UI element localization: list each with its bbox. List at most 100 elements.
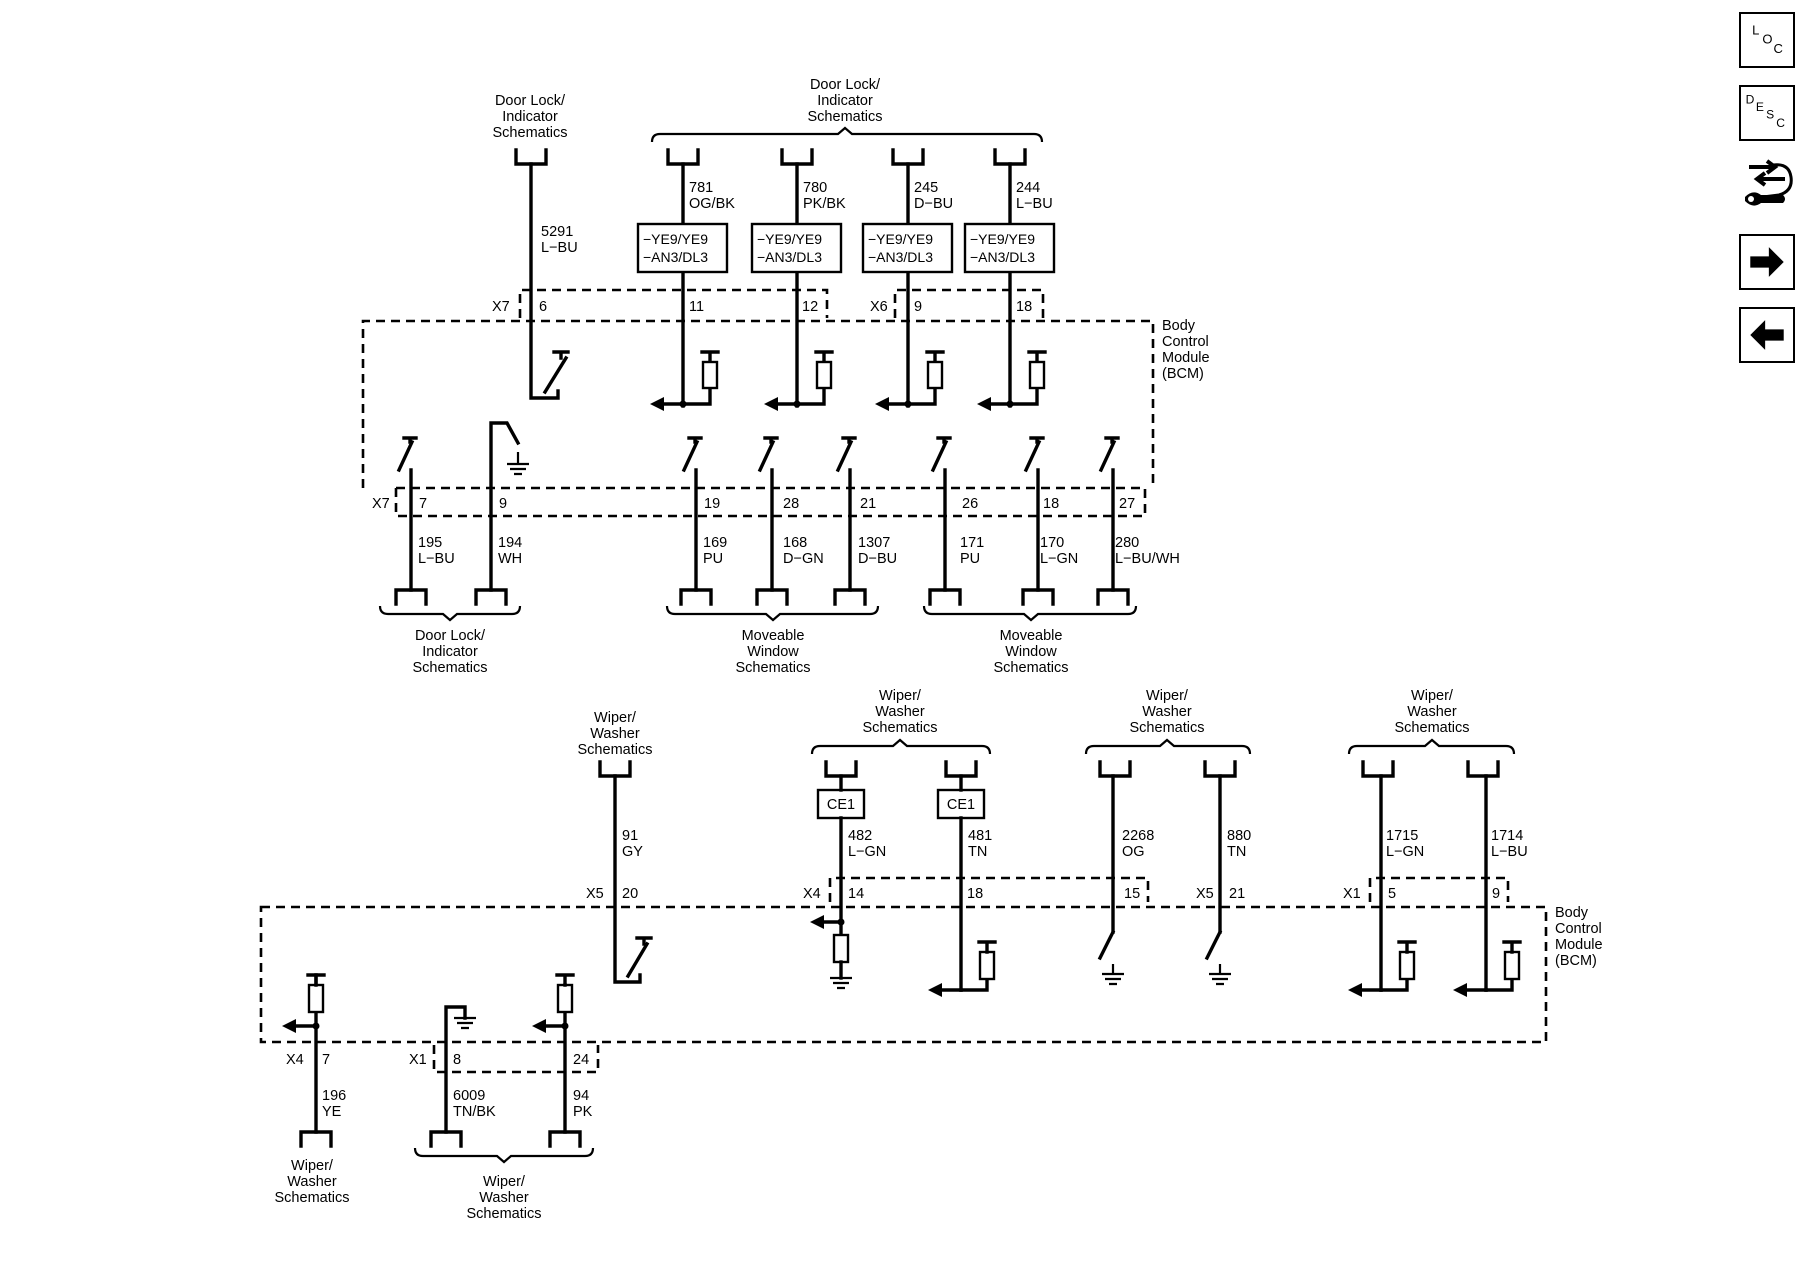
svg-text:L−BU: L−BU xyxy=(1016,196,1053,212)
svg-text:−AN3/DL3: −AN3/DL3 xyxy=(868,249,933,265)
svg-text:Washer: Washer xyxy=(590,726,640,742)
svg-text:1307: 1307 xyxy=(858,535,890,551)
connector-symbols-bottom-inputs xyxy=(598,760,1500,778)
svg-text:X6: X6 xyxy=(870,299,888,315)
svg-text:Body: Body xyxy=(1162,318,1196,334)
svg-text:5291: 5291 xyxy=(541,224,573,240)
svg-text:X5: X5 xyxy=(586,886,604,902)
previous-page-button[interactable] xyxy=(1739,307,1795,363)
svg-text:2268: 2268 xyxy=(1122,828,1154,844)
switches-top-outputs xyxy=(396,436,1120,473)
svg-text:PK/BK: PK/BK xyxy=(803,196,846,212)
ground-switch-194 xyxy=(489,421,529,592)
connector-box-x1-left xyxy=(432,1045,600,1074)
svg-text:Control: Control xyxy=(1555,921,1602,937)
brackets-top-outputs xyxy=(378,605,1138,622)
svg-text:Moveable: Moveable xyxy=(742,628,805,644)
svg-text:Washer: Washer xyxy=(875,704,925,720)
pullup-481 xyxy=(928,940,997,997)
destination-labels-bottom-inputs: Wiper/ Washer Schematics Wiper/ Washer S… xyxy=(578,688,1470,758)
description-icon: D E S C xyxy=(1746,93,1786,130)
svg-text:11: 11 xyxy=(689,299,704,315)
svg-text:S: S xyxy=(1766,108,1774,122)
svg-text:X4: X4 xyxy=(803,886,821,902)
svg-text:CE1: CE1 xyxy=(947,797,975,813)
svg-text:6: 6 xyxy=(539,299,547,315)
bracket-top-center xyxy=(650,126,1044,143)
svg-text:−AN3/DL3: −AN3/DL3 xyxy=(643,249,708,265)
svg-text:−YE9/YE9: −YE9/YE9 xyxy=(643,231,708,247)
svg-text:Body: Body xyxy=(1555,905,1589,921)
option-boxes-ce1 xyxy=(816,788,986,820)
svg-text:L−GN: L−GN xyxy=(1040,551,1078,567)
destination-labels-bottom-outputs: Wiper/ Washer Schematics Wiper/ Washer S… xyxy=(275,1158,542,1222)
svg-text:880: 880 xyxy=(1227,828,1251,844)
svg-text:171: 171 xyxy=(960,535,984,551)
connector-tool-icon xyxy=(1745,159,1793,206)
svg-text:Wiper/: Wiper/ xyxy=(594,710,637,726)
svg-text:Moveable: Moveable xyxy=(1000,628,1063,644)
connector-symbols-top-inputs xyxy=(514,148,1027,166)
svg-text:24: 24 xyxy=(573,1052,589,1068)
svg-text:TN: TN xyxy=(1227,844,1246,860)
svg-text:Wiper/: Wiper/ xyxy=(1146,688,1189,704)
svg-text:Schematics: Schematics xyxy=(493,125,568,141)
svg-text:Door Lock/: Door Lock/ xyxy=(495,93,566,109)
svg-text:L−GN: L−GN xyxy=(848,844,886,860)
connector-box-x4-bottom xyxy=(828,876,1150,902)
wires-top-inputs xyxy=(529,162,1012,408)
svg-text:Washer: Washer xyxy=(479,1190,529,1206)
wires-bottom-inputs xyxy=(613,774,1488,992)
pullups-top-inputs xyxy=(650,350,1047,411)
svg-text:780: 780 xyxy=(803,180,827,196)
svg-text:Indicator: Indicator xyxy=(817,93,873,109)
svg-text:170: 170 xyxy=(1040,535,1064,551)
svg-text:Indicator: Indicator xyxy=(422,644,478,660)
svg-text:YE: YE xyxy=(322,1104,342,1120)
svg-text:Schematics: Schematics xyxy=(1130,720,1205,736)
svg-text:14: 14 xyxy=(848,886,864,902)
svg-text:27: 27 xyxy=(1119,496,1135,512)
svg-text:X4: X4 xyxy=(286,1052,304,1068)
bcm-label-bottom: Body Control Module (BCM) xyxy=(1555,905,1603,969)
destination-door-lock-top-left: Door Lock/ Indicator Schematics xyxy=(493,93,568,141)
svg-text:Washer: Washer xyxy=(1407,704,1457,720)
svg-text:Schematics: Schematics xyxy=(413,660,488,676)
svg-text:28: 28 xyxy=(783,496,799,512)
svg-text:X1: X1 xyxy=(1343,886,1361,902)
wires-top-outputs xyxy=(409,468,1115,592)
option-box-text-ce1: CE1 CE1 xyxy=(827,797,975,813)
svg-text:−YE9/YE9: −YE9/YE9 xyxy=(970,231,1035,247)
location-button[interactable]: L O C xyxy=(1739,12,1795,68)
connector-symbols-bottom-outputs xyxy=(299,1130,582,1148)
brackets-bottom-inputs xyxy=(810,738,1516,755)
ground-switches-2268-880 xyxy=(1097,929,1231,986)
svg-text:PU: PU xyxy=(960,551,980,567)
svg-text:12: 12 xyxy=(802,299,818,315)
next-page-button[interactable] xyxy=(1739,234,1795,290)
svg-text:L: L xyxy=(1752,22,1759,37)
svg-text:169: 169 xyxy=(703,535,727,551)
arrow-right-icon xyxy=(1750,247,1784,277)
svg-text:481: 481 xyxy=(968,828,992,844)
svg-text:8: 8 xyxy=(453,1052,461,1068)
svg-text:O: O xyxy=(1762,32,1772,47)
svg-text:9: 9 xyxy=(914,299,922,315)
svg-text:Window: Window xyxy=(1005,644,1057,660)
svg-text:196: 196 xyxy=(322,1088,346,1104)
svg-text:Control: Control xyxy=(1162,334,1209,350)
svg-text:L−BU: L−BU xyxy=(418,551,455,567)
svg-text:15: 15 xyxy=(1124,886,1140,902)
bracket-bottom-outputs xyxy=(413,1147,595,1164)
description-button[interactable]: D E S C xyxy=(1739,85,1795,141)
pullups-1715-1714 xyxy=(1348,940,1522,997)
svg-text:L−BU: L−BU xyxy=(541,240,578,256)
connector-pin-labels-bottom-outputs: X4 7 X1 8 24 xyxy=(286,1052,589,1068)
svg-text:Door Lock/: Door Lock/ xyxy=(415,628,486,644)
svg-text:Wiper/: Wiper/ xyxy=(483,1174,526,1190)
svg-text:Wiper/: Wiper/ xyxy=(1411,688,1454,704)
connector-end-view-button[interactable] xyxy=(1739,155,1795,211)
